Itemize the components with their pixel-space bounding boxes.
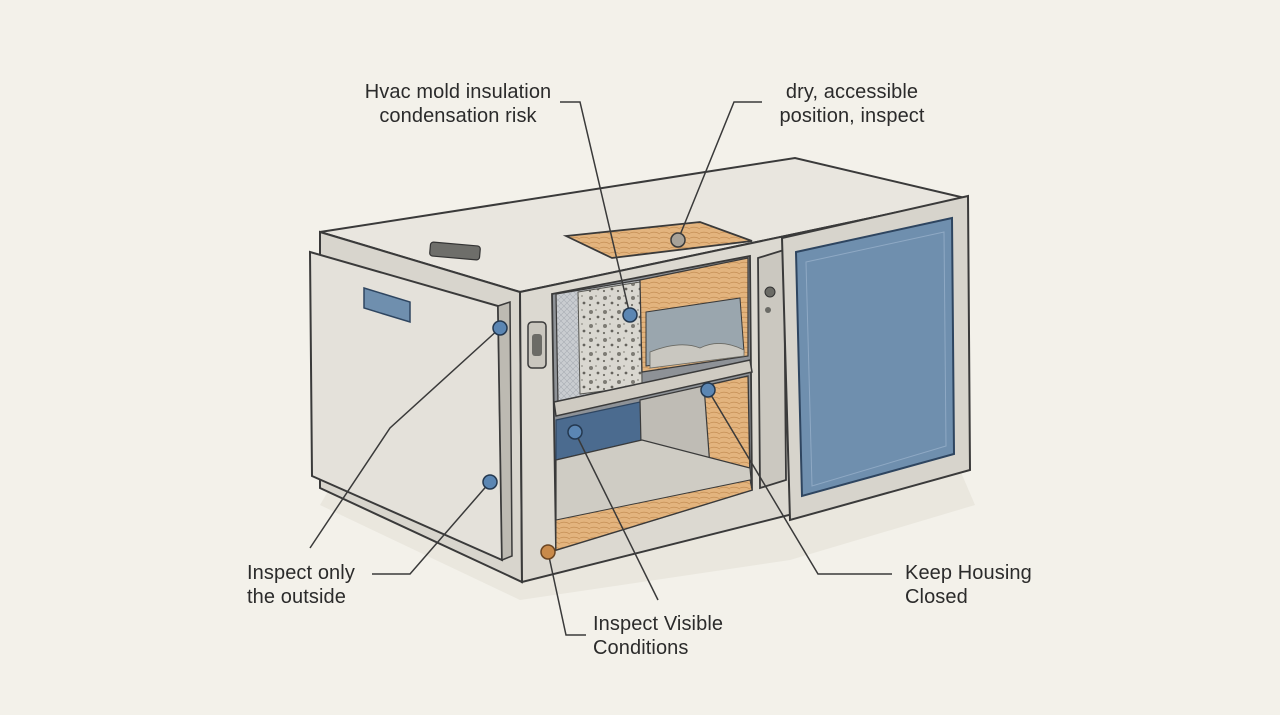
door-label-plate [363,286,411,324]
label-visible-line1: Inspect Visible [593,613,724,635]
marker-dry [670,232,686,248]
label-visible-line2: Conditions [593,637,689,659]
marker-outside-upper [492,320,508,336]
label-mold-risk: Hvac mold insulation condensation risk [348,80,568,128]
label-dry-line1: dry, accessible [785,81,919,103]
door-hinge-edge [757,248,787,490]
label-inspect-outside: Inspect only the outside [247,561,407,609]
label-housing-line1: Keep Housing [905,562,1032,584]
label-inspect-visible: Inspect Visible Conditions [593,612,773,660]
right-door-blue-panel [794,216,956,498]
leader-mold [560,101,631,316]
label-keep-housing: Keep Housing Closed [905,561,1085,609]
ground-shadow [320,470,975,600]
leader-housing [707,389,892,575]
label-mold-line2: condensation risk [379,105,537,127]
label-dry-position: dry, accessible position, inspect [762,80,942,128]
label-mold-line1: Hvac mold insulation [364,81,552,103]
middle-shelf [553,359,753,417]
label-outside-line1: Inspect only [247,562,355,584]
marker-outside-lower [482,474,498,490]
marker-visible-upper [567,424,583,440]
marker-visible-lower [540,544,556,560]
label-dry-line2: position, inspect [779,105,925,127]
top-vent [429,241,481,261]
leader-outside-upper [309,327,501,549]
marker-mold [622,307,638,323]
lower-floor-insulation [555,479,753,551]
label-outside-line2: the outside [247,586,346,608]
marker-housing [700,382,716,398]
leader-outside-lower [372,481,491,575]
mold-patch [577,281,643,395]
leader-lines [309,101,892,636]
leader-visible-lower [547,551,586,636]
top-opening-insulation [562,221,753,259]
leader-visible-upper [574,431,659,601]
markers [482,232,716,560]
leader-dry [677,101,762,241]
label-housing-line2: Closed [905,586,968,608]
